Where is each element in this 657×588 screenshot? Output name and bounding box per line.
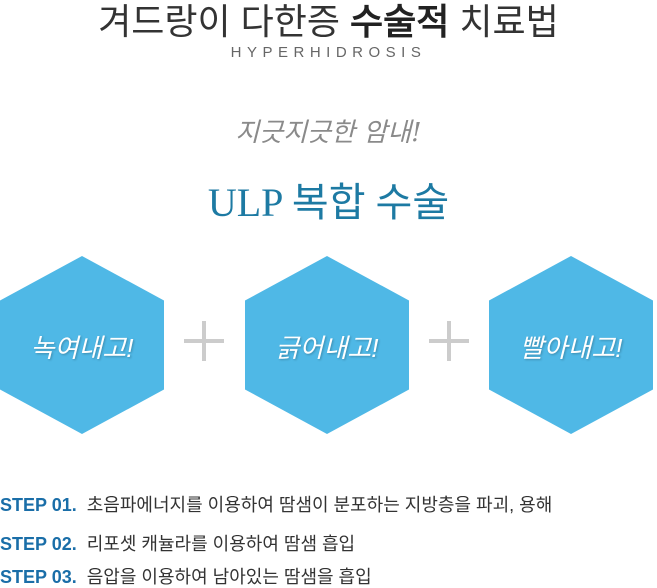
page-subtitle: HYPERHIDROSIS <box>230 44 427 61</box>
step-item: STEP 03. 음압을 이용하여 남아있는 땀샘을 흡입 <box>0 566 372 588</box>
plus-icon <box>429 321 469 361</box>
step-item: STEP 02. 리포셋 캐뉼라를 이용하여 땀샘 흡입 <box>0 533 355 555</box>
step-text: 리포셋 캐뉼라를 이용하여 땀샘 흡입 <box>86 534 356 554</box>
tagline: 지긋지긋한 암내! <box>235 118 422 148</box>
title-bold: 수술적 <box>350 1 450 42</box>
page-title: 겨드랑이 다한증 수술적 치료법 <box>0 0 657 44</box>
step-text: 음압을 이용하여 남아있는 땀샘을 흡입 <box>86 567 372 587</box>
headline: ULP 복합 수술 <box>207 180 450 225</box>
hexagon-melt: 녹여내고! <box>0 256 164 434</box>
hexagon-suck: 빨아내고! <box>489 256 653 434</box>
title-part: 치료법 <box>449 1 559 42</box>
step-text: 초음파에너지를 이용하여 땀샘이 분포하는 지방층을 파괴, 용해 <box>86 495 553 515</box>
step-label: STEP 01. <box>0 495 77 515</box>
hexagon-shape <box>489 256 653 434</box>
title-part: 겨드랑이 다한증 <box>98 1 351 42</box>
step-label: STEP 03. <box>0 567 77 587</box>
hexagon-scrape: 긁어내고! <box>245 256 409 434</box>
hexagon-label: 빨아내고! <box>519 333 623 363</box>
hexagon-label: 긁어내고! <box>275 333 379 363</box>
hexagon-shape <box>0 256 164 434</box>
step-item: STEP 01. 초음파에너지를 이용하여 땀샘이 분포하는 지방층을 파괴, 용… <box>0 494 552 516</box>
hexagon-label: 녹여내고! <box>30 333 134 363</box>
hexagon-shape <box>245 256 409 434</box>
plus-icon <box>184 321 224 361</box>
step-label: STEP 02. <box>0 534 77 554</box>
